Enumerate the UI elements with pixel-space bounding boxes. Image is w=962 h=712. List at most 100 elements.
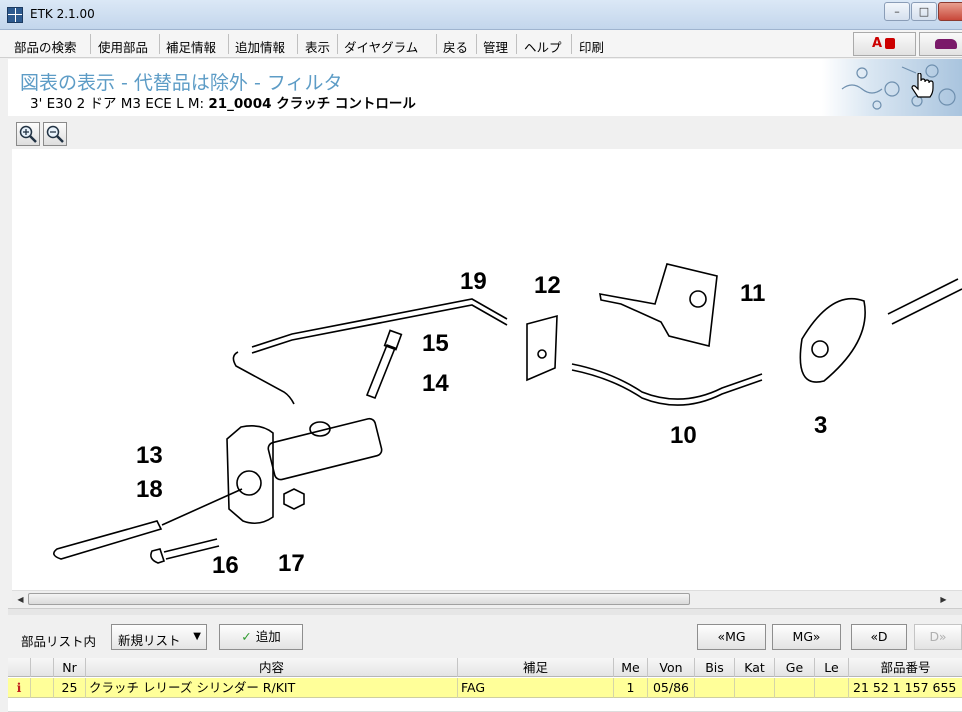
parts-list-label: 部品リスト内 (21, 634, 97, 649)
menu-part-search[interactable]: 部品の検索 (14, 40, 77, 55)
menu-admin[interactable]: 管理 (483, 40, 509, 55)
ao-button[interactable]: A (853, 32, 916, 56)
menu-separator (297, 34, 298, 54)
menu-separator (516, 34, 517, 54)
row-kat (735, 678, 775, 698)
col-header-note[interactable]: 補足 (458, 658, 614, 677)
callout-11[interactable]: 11 (740, 280, 765, 307)
callout-16[interactable]: 16 (212, 552, 239, 579)
diagram-horizontal-scrollbar[interactable]: ◀ ▶ (12, 590, 962, 607)
menu-usage[interactable]: 使用部品 (98, 40, 149, 55)
callout-19[interactable]: 19 (460, 268, 487, 295)
diagram-code: 21_0004 (208, 96, 272, 112)
parts-list-toolbar: 部品リスト内 新規リスト ▼ ✓追加 «MG MG» «D D» (8, 615, 962, 658)
car-icon (935, 39, 957, 49)
menu-print[interactable]: 印刷 (579, 40, 605, 55)
model-subtitle: 3' E30 2 ドア M3 ECE L M: 21_0004 クラッチ コント… (30, 92, 416, 112)
select-value: 新規リスト (118, 633, 181, 648)
maximize-button[interactable]: □ (911, 2, 937, 21)
parts-diagram[interactable]: 19 12 11 15 14 10 3 13 18 16 17 (12, 149, 962, 590)
minimize-button[interactable]: – (884, 2, 910, 21)
page-title: 図表の表示 - 代替品は除外 - フィルタ (20, 72, 343, 94)
title-bar: ETK 2.1.00 – □ (0, 0, 962, 30)
callout-3[interactable]: 3 (814, 412, 827, 439)
row-part-number: 21 52 1 157 655 (853, 680, 957, 695)
callout-17[interactable]: 17 (278, 550, 305, 577)
col-header-kat[interactable]: Kat (735, 658, 775, 677)
zoom-out-icon (46, 125, 64, 143)
info-icon[interactable]: i (8, 678, 31, 698)
diagram-name: クラッチ コントロール (271, 96, 416, 112)
callout-14[interactable]: 14 (422, 370, 449, 397)
zoom-toolbar (8, 116, 962, 149)
scroll-right-icon[interactable]: ▶ (940, 595, 947, 604)
parts-table: Nr 内容 補足 Me Von Bis Kat Ge Le 部品番号 i 25 … (8, 658, 962, 712)
parts-list-select[interactable]: 新規リスト ▼ (111, 624, 207, 650)
callout-15[interactable]: 15 (422, 330, 449, 357)
callout-18[interactable]: 18 (136, 476, 163, 503)
hand-cursor-icon (911, 73, 934, 98)
parts-collage-icon (841, 64, 956, 110)
col-header-icon[interactable] (8, 658, 31, 677)
ao-label: A (872, 36, 883, 51)
etk-logo-icon (7, 7, 23, 23)
checkmark-icon: ✓ (241, 629, 252, 644)
menu-view[interactable]: 表示 (305, 40, 331, 55)
menu-additional-info[interactable]: 追加情報 (235, 40, 286, 55)
previous-d-button[interactable]: «D (851, 624, 907, 650)
col-header-le[interactable]: Le (815, 658, 849, 677)
row-le (815, 678, 849, 698)
window-title: ETK 2.1.00 (30, 7, 95, 21)
menu-supplementary-info[interactable]: 補足情報 (166, 40, 217, 55)
menu-back[interactable]: 戻る (443, 40, 469, 55)
row-note: FAG (458, 678, 614, 698)
col-header-part-number[interactable]: 部品番号 (880, 660, 931, 675)
menu-diagram[interactable]: ダイヤグラム (344, 40, 419, 55)
col-header-flag[interactable] (31, 658, 54, 677)
close-button[interactable] (938, 2, 962, 21)
col-header-me[interactable]: Me (614, 658, 648, 677)
col-header-description[interactable]: 内容 (86, 658, 458, 677)
menu-separator (228, 34, 229, 54)
callout-13[interactable]: 13 (136, 442, 163, 469)
model-prefix: 3' E30 2 ドア M3 ECE L M: (30, 96, 209, 112)
diagram-header: 図表の表示 - 代替品は除外 - フィルタ 3' E30 2 ドア M3 ECE… (8, 59, 962, 116)
zoom-in-button[interactable] (16, 122, 40, 146)
col-header-nr[interactable]: Nr (54, 658, 86, 677)
row-bis (695, 678, 735, 698)
table-header: Nr 内容 補足 Me Von Bis Kat Ge Le 部品番号 (8, 658, 962, 677)
callout-12[interactable]: 12 (534, 272, 561, 299)
zoom-in-icon (19, 125, 37, 143)
header-artwork (822, 59, 962, 116)
add-button-label: 追加 (255, 629, 281, 644)
split-divider[interactable] (8, 608, 962, 615)
previous-mg-button[interactable]: «MG (697, 624, 766, 650)
col-header-bis[interactable]: Bis (695, 658, 735, 677)
menu-separator (159, 34, 160, 54)
menu-separator (337, 34, 338, 54)
red-block-icon (885, 38, 895, 49)
next-mg-button[interactable]: MG» (772, 624, 841, 650)
callout-10[interactable]: 10 (670, 422, 697, 449)
menu-separator (476, 34, 477, 54)
row-flag (31, 678, 54, 698)
menu-separator (436, 34, 437, 54)
clutch-diagram-drawing: 19 12 11 15 14 10 3 13 18 16 17 (53, 263, 962, 579)
zoom-out-button[interactable] (43, 122, 67, 146)
row-nr: 25 (54, 678, 86, 698)
flag-button[interactable] (919, 32, 962, 56)
chevron-down-icon: ▼ (193, 631, 201, 642)
col-header-von[interactable]: Von (648, 658, 695, 677)
row-von: 05/86 (648, 678, 695, 698)
menu-separator (90, 34, 91, 54)
scrollbar-thumb[interactable] (28, 593, 690, 605)
next-d-button: D» (914, 624, 962, 650)
col-header-ge[interactable]: Ge (775, 658, 815, 677)
row-me: 1 (614, 678, 648, 698)
scroll-left-icon[interactable]: ◀ (17, 595, 24, 604)
add-button[interactable]: ✓追加 (219, 624, 303, 650)
menu-bar: 部品の検索 使用部品 補足情報 追加情報 表示 ダイヤグラム 戻る 管理 ヘルプ… (0, 30, 962, 58)
table-row-empty (8, 699, 962, 712)
table-row[interactable]: i 25 クラッチ レリーズ シリンダー R/KIT FAG 1 05/86 2… (8, 678, 962, 698)
menu-help[interactable]: ヘルプ (524, 40, 562, 55)
